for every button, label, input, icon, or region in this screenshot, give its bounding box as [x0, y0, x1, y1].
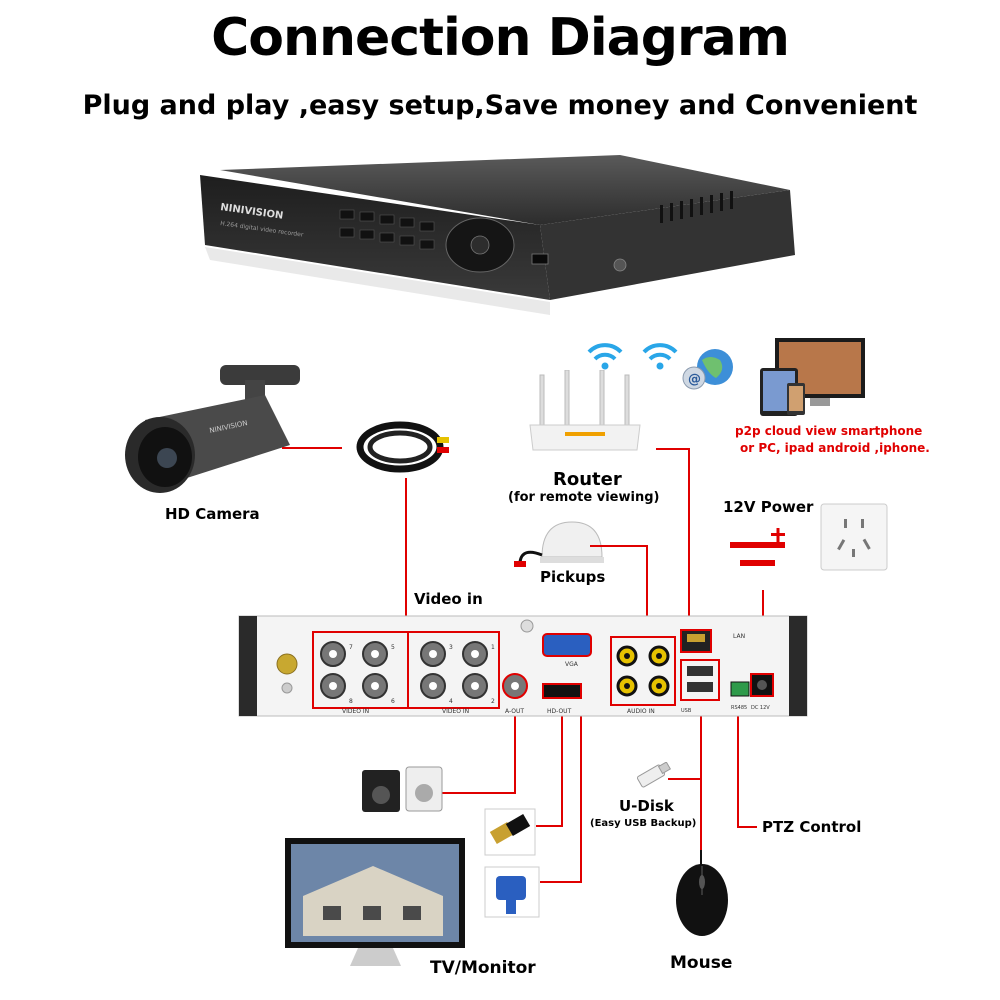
ptz-label: PTZ Control: [762, 818, 862, 836]
rear-lan-label: LAN: [733, 633, 745, 640]
usb-flash-drive-icon: [636, 762, 672, 788]
dvr-rear-panel: 7 5 3 1 8 6 4 2 VIDEO IN VIDEO IN A-OUT …: [238, 615, 808, 717]
dc-power-symbol-icon: [730, 528, 785, 566]
router-note: (for remote viewing): [508, 490, 660, 505]
tv-label: TV/Monitor: [430, 958, 536, 978]
rear-rs485-label: RS485: [731, 705, 747, 711]
rear-audio-in-label: AUDIO IN: [627, 708, 655, 715]
router-illustration: [529, 370, 641, 451]
usb-line-v: [700, 702, 702, 850]
internet-globe-icon: @: [682, 349, 733, 390]
channel-number: 7: [349, 644, 353, 651]
channel-number: 5: [391, 644, 395, 651]
hdout-line-h: [536, 825, 563, 827]
mouse-illustration: [676, 850, 728, 936]
p2p-devices-illustration: [760, 338, 865, 416]
rear-dc-label: DC 12V: [751, 705, 770, 711]
video-in-label: Video in: [414, 590, 483, 608]
camera-label: HD Camera: [165, 505, 260, 523]
channel-number: 8: [349, 698, 353, 705]
vga-line-v: [580, 665, 582, 883]
pickups-label: Pickups: [540, 568, 606, 586]
pickup-line-v: [646, 545, 648, 638]
rear-video-in-label-2: VIDEO IN: [442, 708, 469, 715]
udisk-label: U-Disk: [619, 797, 674, 815]
hdmi-cable-icon: [484, 808, 536, 856]
wall-socket-icon: [820, 503, 888, 571]
router-label: Router: [553, 469, 622, 490]
wifi-icon: [642, 343, 678, 370]
router-line-v: [688, 448, 690, 632]
dvr-front-illustration: NINIVISION H.264 digital video recorder: [200, 155, 795, 315]
vga-line-h: [540, 881, 582, 883]
microphone-pickup-illustration: [514, 521, 604, 567]
speakers-illustration: [362, 766, 443, 812]
hdout-line-v: [561, 705, 563, 827]
pickup-line-h: [590, 545, 648, 547]
tv-monitor-illustration: [285, 838, 465, 966]
vga-cable-icon: [484, 866, 540, 918]
udisk-line-h: [668, 778, 702, 780]
mouse-label: Mouse: [670, 953, 733, 973]
channel-number: 2: [491, 698, 495, 705]
channel-number: 6: [391, 698, 395, 705]
svg-text:@: @: [688, 372, 701, 387]
aout-line-v: [514, 710, 516, 794]
rear-aout-label: A-OUT: [505, 708, 524, 715]
bullet-camera-illustration: NINIVISION: [125, 365, 300, 493]
udisk-note: (Easy USB Backup): [590, 818, 697, 829]
rear-vga-label: VGA: [565, 661, 579, 668]
diagram-subtitle: Plug and play ,easy setup,Save money and…: [82, 90, 918, 121]
camera-to-cable-line: [282, 447, 342, 449]
usb-port-icon: [531, 253, 549, 265]
p2p-text-line2: or PC, ipad android ,iphone.: [740, 441, 930, 455]
p2p-text-line1: p2p cloud view smartphone: [735, 424, 923, 438]
wifi-icon: [587, 343, 623, 370]
power-label: 12V Power: [723, 498, 814, 516]
cable-to-video-in-line: [405, 478, 407, 630]
rear-hdout-label: HD-OUT: [547, 708, 572, 715]
router-line-h: [656, 448, 690, 450]
ptz-line-h: [737, 826, 757, 828]
channel-number: 3: [449, 644, 453, 651]
channel-number: 1: [491, 644, 495, 651]
rear-video-in-label-1: VIDEO IN: [342, 708, 369, 715]
bnc-cable-illustration: [356, 421, 449, 473]
diagram-title: Connection Diagram: [211, 8, 790, 68]
channel-number: 4: [449, 698, 453, 705]
aout-line-h: [418, 792, 516, 794]
rear-usb-label: USB: [681, 708, 692, 714]
ptz-line-v: [737, 706, 739, 828]
